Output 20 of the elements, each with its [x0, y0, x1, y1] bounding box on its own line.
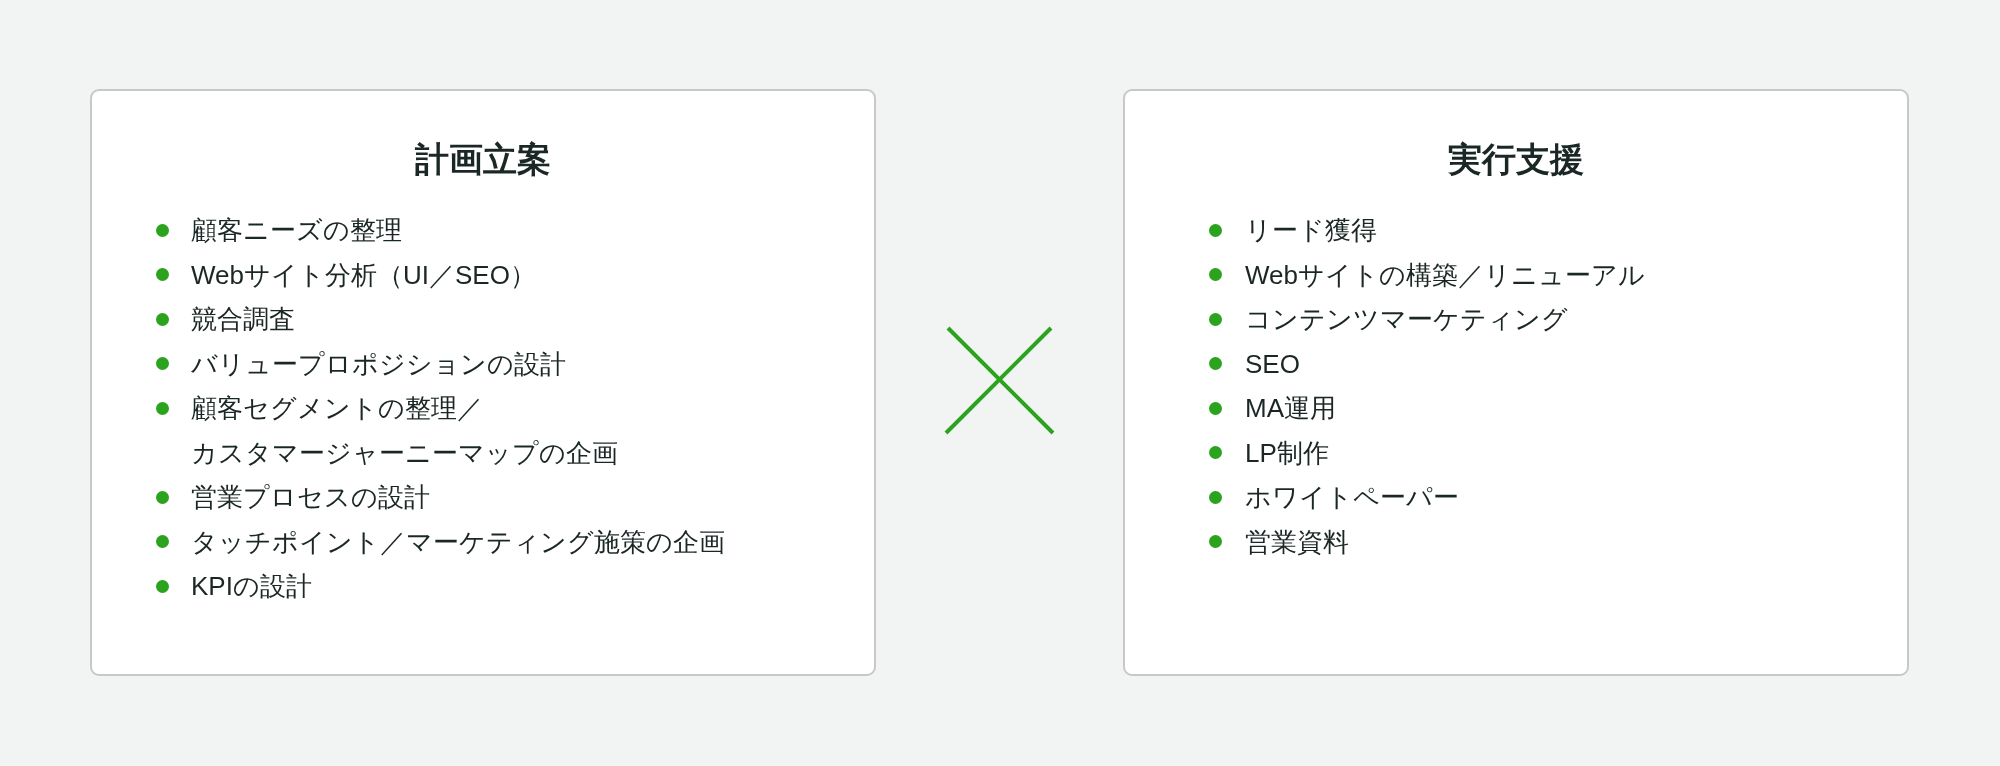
list-item-text: 競合調査	[191, 303, 296, 336]
card-panel	[90, 89, 876, 676]
list-item-text: Webサイト分析（UI／SEO）	[191, 258, 537, 292]
panel-heading: 実行支援	[1448, 139, 1584, 180]
list-item-text: KPIの設計	[191, 570, 313, 603]
list-item-text: 営業プロセスの設計	[191, 481, 431, 514]
list-item-text: MA運用	[1245, 392, 1337, 425]
list-item-text: LP制作	[1245, 436, 1330, 470]
panel-heading: 計画立案	[415, 139, 551, 180]
list-item-text: 顧客セグメントの整理／カスタマージャーニーマップの企画	[191, 392, 619, 470]
list-item-text: SEO	[1245, 347, 1301, 381]
list-item-text: 営業資料	[1245, 525, 1350, 559]
list-item-text: タッチポイント／マーケティング施策の企画	[191, 525, 726, 559]
list-item-text: リード獲得	[1245, 214, 1378, 247]
list-item-text: コンテンツマーケティング	[1245, 303, 1569, 336]
list-item-text: Webサイトの構築／リニューアル	[1245, 258, 1646, 292]
list-item-text: 顧客ニーズの整理	[191, 214, 403, 247]
list-item-text: ホワイトペーパー	[1245, 481, 1460, 514]
list-item-text: バリュープロポジションの設計	[191, 347, 567, 381]
card-panel	[1123, 89, 1909, 676]
